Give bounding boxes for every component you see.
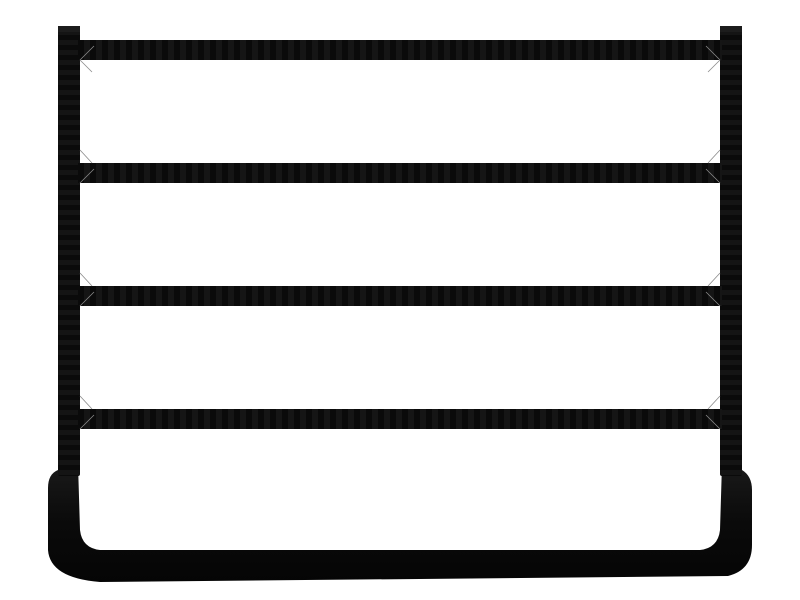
frame-base <box>48 464 752 582</box>
frame-brackets-left <box>79 45 95 430</box>
frame-bar-3 <box>78 286 722 306</box>
frame-bar-2 <box>78 163 722 183</box>
frame-right-post <box>720 26 742 476</box>
frame-bar-4 <box>78 409 722 429</box>
frame-left-post <box>58 26 80 476</box>
frame-brackets-right <box>705 45 721 430</box>
frame-bar-1 <box>78 40 722 60</box>
